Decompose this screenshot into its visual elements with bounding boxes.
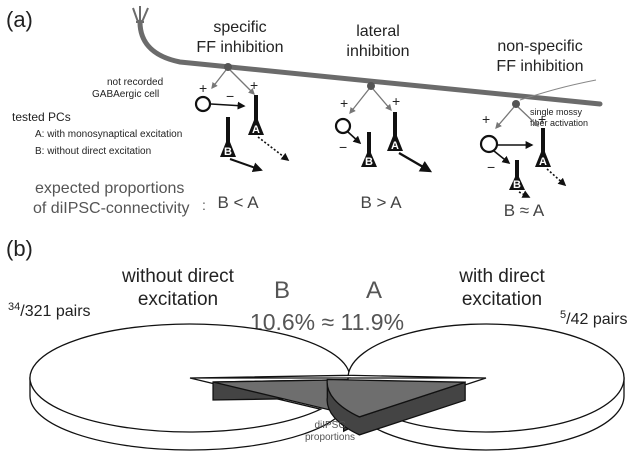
- minus-sign: −: [487, 159, 495, 175]
- percentages: 10.6% ≈ 11.9%: [250, 309, 404, 335]
- panel-a-label: (a): [6, 7, 33, 32]
- scenario-1-title: specific: [213, 19, 266, 36]
- interneuron: [194, 95, 212, 113]
- colon: :: [202, 197, 206, 213]
- plus-sign: +: [538, 111, 546, 127]
- panel-b-label: (b): [6, 236, 33, 261]
- pyramidal-cell-a: [248, 95, 264, 135]
- cell-b-description: B: without direct excitation: [35, 146, 151, 157]
- interneuron: [334, 117, 352, 135]
- svg-text:A: A: [539, 156, 547, 168]
- scenario-2-subtitle: inhibition: [346, 43, 409, 60]
- plus-sign: +: [392, 93, 400, 109]
- minus-sign: −: [226, 88, 234, 104]
- scenario-3-subtitle: FF inhibition: [496, 58, 583, 75]
- circuit-specific-ff: + + − A B: [194, 69, 290, 173]
- relation-lateral: B > A: [360, 193, 402, 212]
- minus-sign: −: [339, 139, 347, 155]
- mossy-fiber-label: single mossy: [530, 107, 583, 117]
- left-pie-title-2: excitation: [138, 289, 218, 310]
- mossy-fiber-label-2: fiber activation: [530, 118, 588, 128]
- bouton-specific: [224, 63, 232, 71]
- expected-proportions-label-2: of diIPSC-connectivity: [33, 200, 190, 217]
- scenario-1-subtitle: FF inhibition: [196, 39, 283, 56]
- plus-sign: +: [250, 77, 258, 93]
- mossy-fiber-axon: [132, 6, 603, 108]
- circuit-lateral: + + − A B: [334, 88, 433, 173]
- pyramidal-cell-a: [535, 128, 551, 167]
- pie-a-slice: [326, 378, 466, 418]
- pyramidal-cell-b: [220, 117, 236, 157]
- plus-sign: +: [199, 80, 207, 96]
- relation-specific: B < A: [217, 193, 259, 212]
- pyramidal-cell-a: [387, 112, 403, 151]
- pie-right: [326, 323, 625, 451]
- cell-a-description: A: with monosynaptical excitation: [35, 129, 182, 140]
- tested-pcs-label: tested PCs: [12, 110, 71, 124]
- right-pie-title-2: excitation: [462, 289, 542, 310]
- relation-nonspecific: B ≈ A: [504, 201, 545, 220]
- left-pair-count: 34/321 pairs: [8, 301, 91, 320]
- letter-a: A: [366, 277, 382, 304]
- plus-sign: +: [482, 111, 490, 127]
- scenario-3-title: non-specific: [497, 38, 582, 55]
- right-pair-count: 5/42 pairs: [560, 309, 628, 328]
- svg-text:B: B: [513, 179, 521, 191]
- letter-b: B: [274, 277, 290, 304]
- svg-text:B: B: [365, 156, 373, 168]
- scenario-2-title: lateral: [356, 23, 400, 40]
- svg-text:A: A: [391, 140, 399, 152]
- not-recorded-label: not recorded: [107, 77, 163, 88]
- gabaergic-cell-label: GABAergic cell: [92, 89, 159, 100]
- right-pie-title: with direct: [458, 266, 545, 287]
- interneuron: [479, 134, 499, 154]
- pyramidal-cell-b: [509, 160, 525, 190]
- pyramidal-cell-b: [361, 132, 377, 167]
- bouton-lateral: [367, 82, 375, 90]
- diipsc-caption-2: proportions: [305, 432, 355, 443]
- bouton-nonspecific: [512, 100, 520, 108]
- pie-b-remainder: [29, 323, 351, 433]
- left-pie-title: without direct: [121, 266, 235, 287]
- circuit-nonspecific-ff: + + − A B: [479, 106, 567, 198]
- plus-sign: +: [340, 95, 348, 111]
- diipsc-caption: diIPSC: [314, 420, 345, 431]
- svg-text:A: A: [252, 124, 260, 136]
- svg-text:B: B: [224, 146, 232, 158]
- expected-proportions-label: expected proportions: [35, 180, 184, 197]
